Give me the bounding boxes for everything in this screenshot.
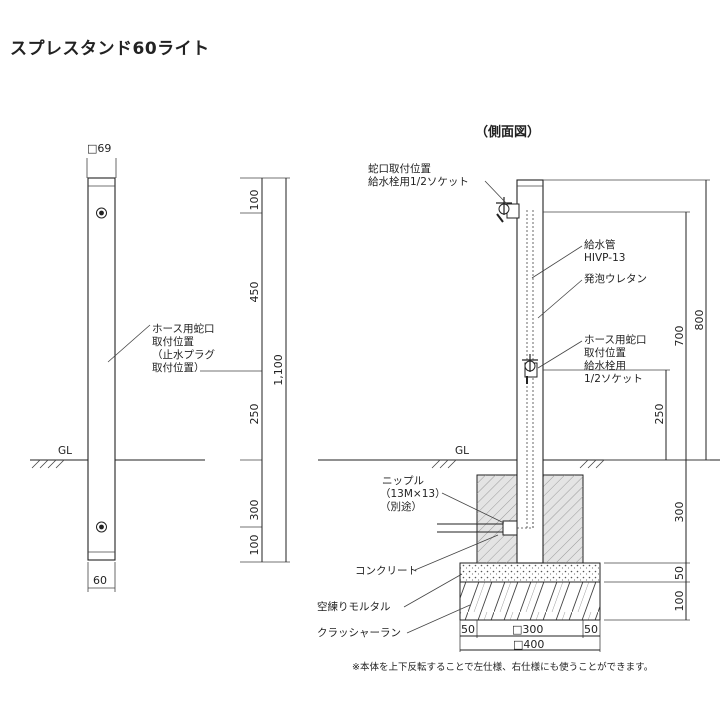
usage-note: ※本体を上下反転することで左仕様、右仕様にも使うことができます。: [352, 661, 653, 673]
concrete-label: コンクリート: [355, 565, 418, 577]
side-dim-bottom-left: 50: [461, 623, 475, 636]
side-ground-label: GL: [455, 445, 469, 457]
front-dim-300: 300: [248, 500, 261, 521]
top-faucet-icon: [496, 197, 520, 223]
front-faucet-hole-top: [96, 207, 107, 219]
foam-label: 発泡ウレタン: [584, 272, 647, 285]
side-dim-bottom-right: 50: [584, 623, 598, 636]
front-post: [87, 177, 116, 561]
crusher-label: クラッシャーラン: [317, 627, 401, 639]
side-dim-50: 50: [673, 566, 686, 580]
side-dim-100: 100: [673, 591, 686, 612]
front-dim-450: 450: [248, 282, 261, 303]
front-faucet-hole-bottom: [96, 521, 107, 533]
front-dim-100-top: 100: [248, 190, 261, 211]
crusher-run-layer: [459, 581, 601, 621]
front-faucet-label: ホース用蛇口 取付位置 （止水プラグ 取付位置）: [152, 322, 218, 374]
water-pipe-label: 給水管 HIVP-13: [584, 238, 625, 264]
side-heading: （側面図）: [475, 124, 540, 140]
side-dim-bottom-mid: □300: [512, 623, 543, 636]
hose-faucet-icon: [522, 354, 538, 384]
front-view: □69 GL 60 ホース用蛇口 取付位置 （止水プラグ 取付位置）: [30, 142, 290, 592]
side-dim-300: 300: [673, 502, 686, 523]
side-hose-faucet-label: ホース用蛇口 取付位置 給水栓用 1/2ソケット: [584, 333, 650, 385]
front-bottom-size: 60: [93, 574, 107, 587]
side-dim-800: 800: [693, 310, 706, 331]
front-top-size: □69: [87, 142, 111, 155]
front-dim-250: 250: [248, 404, 261, 425]
mortar-layer: [459, 562, 601, 583]
top-faucet-label: 蛇口取付位置 給水栓用1/2ソケット: [368, 162, 469, 188]
nipple-pipe: [437, 520, 534, 536]
mortar-label: 空練りモルタル: [317, 600, 391, 613]
side-dim-700: 700: [673, 326, 686, 347]
side-dim-bottom-total: □400: [513, 638, 544, 651]
side-dim-250: 250: [653, 404, 666, 425]
front-dim-total: 1,100: [272, 354, 285, 386]
front-dim-100-bottom: 100: [248, 535, 261, 556]
side-view: （側面図） GL: [317, 124, 720, 652]
nipple-label: ニップル （13M×13） （別途）: [380, 475, 449, 513]
front-ground-label: GL: [58, 445, 72, 457]
product-title: スプレスタンド60ライト: [10, 39, 210, 59]
